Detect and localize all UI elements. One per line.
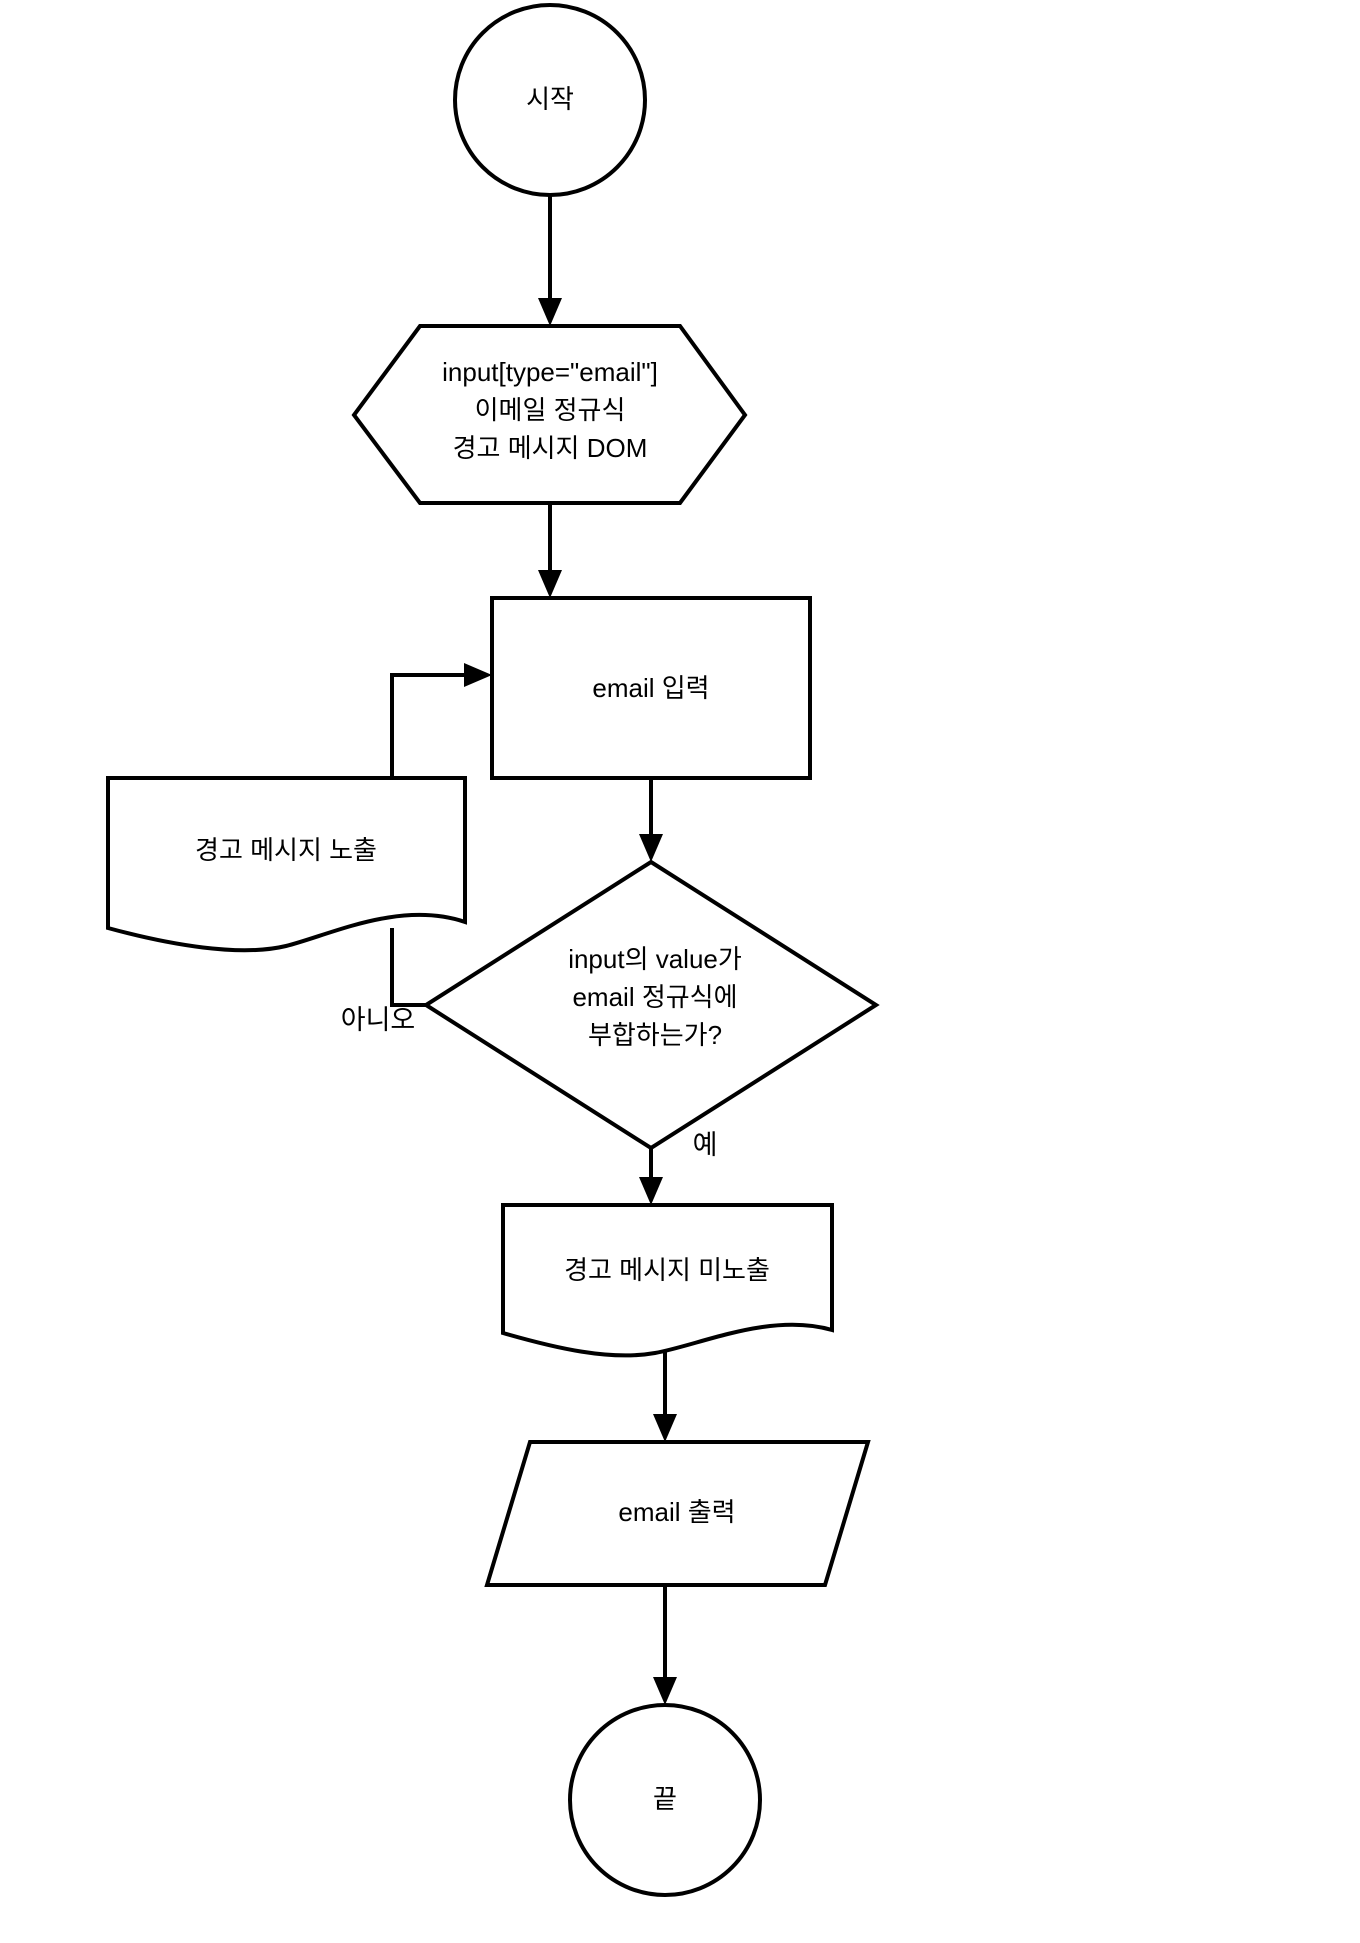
edge-hide-to-output bbox=[653, 1352, 677, 1442]
edge-prepare-to-input-arrowhead bbox=[538, 570, 562, 598]
edge-hide-to-output-arrowhead bbox=[653, 1414, 677, 1442]
validate-label-line3: 부합하는가? bbox=[588, 1020, 722, 1050]
warning-hide-document-shape bbox=[501, 1203, 834, 1358]
validate-label-line2: email 정규식에 bbox=[572, 982, 737, 1012]
email-input-label: email 입력 bbox=[592, 673, 709, 703]
start-label: 시작 bbox=[526, 84, 574, 114]
prepare-hexagon-shape bbox=[351, 324, 748, 505]
edge-validate-yes-label: 예 bbox=[693, 1130, 718, 1160]
prepare-label-line1: input[type="email"] bbox=[442, 357, 658, 387]
node-warning-show[interactable]: 경고 메시지 노출 bbox=[106, 776, 467, 953]
warning-hide-label: 경고 메시지 미노출 bbox=[564, 1255, 770, 1285]
edge-warning-to-input-path bbox=[390, 673, 470, 778]
prepare-label-line2: 이메일 정규식 bbox=[475, 395, 626, 425]
edge-start-to-prepare bbox=[538, 196, 562, 326]
edge-validate-no: 아니오 bbox=[341, 928, 426, 1035]
edge-output-to-end-arrowhead bbox=[653, 1677, 677, 1705]
edge-output-to-end bbox=[653, 1585, 677, 1705]
node-prepare[interactable]: input[type="email"] 이메일 정규식 경고 메시지 DOM bbox=[351, 324, 748, 505]
edge-validate-no-path bbox=[390, 928, 426, 1007]
warning-show-document-shape bbox=[106, 776, 467, 953]
node-end[interactable]: 끝 bbox=[568, 1703, 762, 1897]
node-warning-hide[interactable]: 경고 메시지 미노출 bbox=[501, 1203, 834, 1358]
email-output-parallelogram-shape bbox=[484, 1440, 871, 1587]
validate-label-line1: input의 value가 bbox=[568, 944, 742, 974]
edge-prepare-to-input bbox=[538, 503, 562, 598]
email-output-label: email 출력 bbox=[618, 1497, 735, 1527]
end-circle-shape bbox=[568, 1703, 762, 1897]
prepare-label-line3: 경고 메시지 DOM bbox=[453, 433, 648, 463]
edge-input-to-validate bbox=[639, 778, 663, 862]
node-validate[interactable]: input의 value가 email 정규식에 부합하는가? bbox=[422, 859, 880, 1151]
node-email-input[interactable]: email 입력 bbox=[490, 596, 812, 780]
edge-start-to-prepare-arrowhead bbox=[538, 298, 562, 326]
edge-warning-to-input-arrowhead bbox=[464, 663, 492, 687]
edge-validate-yes-arrowhead bbox=[639, 1177, 663, 1205]
node-start[interactable]: 시작 bbox=[453, 3, 647, 197]
edge-validate-no-label: 아니오 bbox=[341, 1005, 416, 1035]
edge-input-to-validate-arrowhead bbox=[639, 834, 663, 862]
edge-validate-yes: 예 bbox=[639, 1130, 717, 1205]
end-label: 끝 bbox=[653, 1784, 677, 1814]
email-input-rect-shape bbox=[490, 596, 812, 780]
edge-warning-to-input bbox=[390, 663, 492, 778]
warning-show-label: 경고 메시지 노출 bbox=[195, 835, 377, 865]
start-circle-shape bbox=[453, 3, 647, 197]
node-email-output[interactable]: email 출력 bbox=[484, 1440, 871, 1587]
